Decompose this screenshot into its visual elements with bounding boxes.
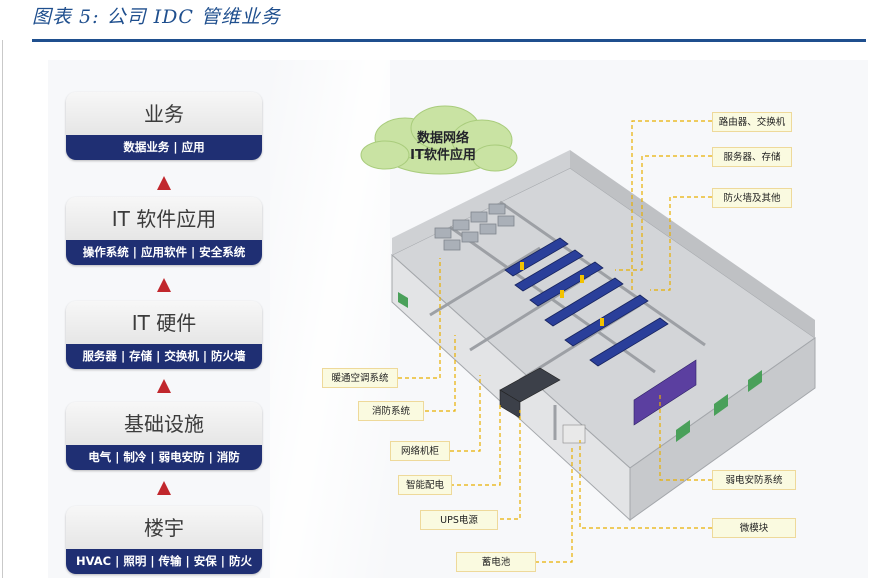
up-arrow-icon xyxy=(157,481,171,495)
label-firewall: 防火墙及其他 xyxy=(712,188,792,208)
caption-rule xyxy=(32,39,866,42)
layer-items: 数据业务 | 应用 xyxy=(66,135,262,160)
cloud-line-1: 数据网络 xyxy=(416,131,469,146)
label-security-system: 弱电安防系统 xyxy=(712,470,796,490)
power-cabinets xyxy=(499,367,561,419)
label-smart-power: 智能配电 xyxy=(398,475,452,495)
layer-infrastructure: 基础设施 电气 | 制冷 | 弱电安防 | 消防 xyxy=(66,402,262,470)
up-arrow-icon xyxy=(157,176,171,190)
layer-title: 楼宇 xyxy=(144,516,184,540)
cloud-label: 数据网络 IT软件应用 xyxy=(395,130,491,164)
server-racks xyxy=(504,237,669,367)
label-ups: UPS电源 xyxy=(420,510,498,530)
layer-items: 操作系统 | 应用软件 | 安全系统 xyxy=(66,240,262,265)
layer-items: 服务器 | 存储 | 交换机 | 防火墙 xyxy=(66,344,262,369)
layer-title: 基础设施 xyxy=(124,412,204,436)
layer-it-hardware: IT 硬件 服务器 | 存储 | 交换机 | 防火墙 xyxy=(66,301,262,369)
layer-items: 电气 | 制冷 | 弱电安防 | 消防 xyxy=(66,445,262,470)
layer-business: 业务 数据业务 | 应用 xyxy=(66,92,262,160)
label-routers: 路由器、交换机 xyxy=(712,112,792,132)
rooftop-ac-units xyxy=(434,203,515,251)
network-cloud-icon xyxy=(360,105,518,175)
label-hvac: 暖通空调系统 xyxy=(322,368,398,388)
cloud-line-2: IT软件应用 xyxy=(410,148,476,163)
green-wall-panels xyxy=(398,292,762,442)
up-arrow-icon xyxy=(157,379,171,393)
rack-highlights xyxy=(520,262,604,326)
battery-rack xyxy=(562,424,586,444)
page-border xyxy=(2,40,3,578)
layer-it-software: IT 软件应用 操作系统 | 应用软件 | 安全系统 xyxy=(66,197,262,265)
layer-title: 业务 xyxy=(144,102,184,126)
label-servers: 服务器、存储 xyxy=(712,147,792,167)
layer-title: IT 软件应用 xyxy=(111,207,217,231)
up-arrow-icon xyxy=(157,278,171,292)
label-fire-system: 消防系统 xyxy=(358,401,424,421)
figure-caption: 图表 5: 公司 IDC 管维业务 xyxy=(32,6,281,28)
callout-lines xyxy=(390,120,712,563)
monitoring-screen xyxy=(633,359,697,426)
label-micro-module: 微模块 xyxy=(712,518,796,538)
label-network-cabinet: 网络机柜 xyxy=(390,441,450,461)
layer-title: IT 硬件 xyxy=(131,311,197,335)
layer-building: 楼宇 HVAC | 照明 | 传输 | 安保 | 防火 xyxy=(66,506,262,574)
building-back-wall xyxy=(570,150,815,338)
label-battery: 蓄电池 xyxy=(456,552,536,572)
layer-items: HVAC | 照明 | 传输 | 安保 | 防火 xyxy=(66,549,262,574)
